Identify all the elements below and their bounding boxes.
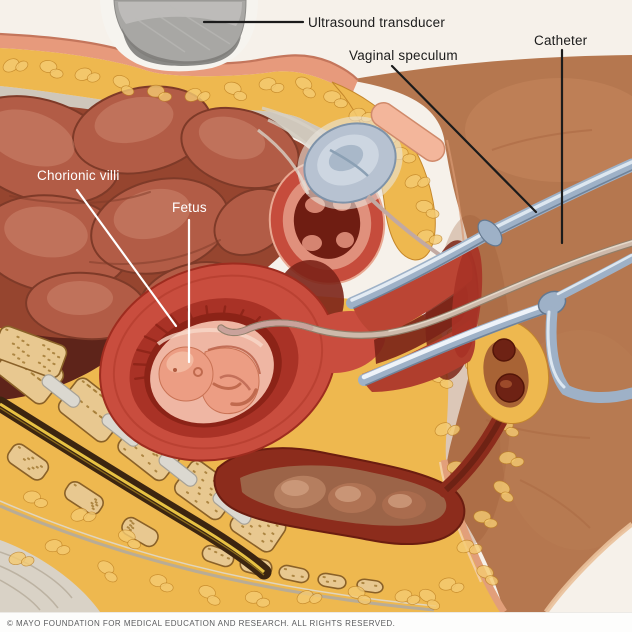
- rectum: [213, 319, 550, 545]
- label-ultrasound-transducer: Ultrasound transducer: [308, 15, 446, 30]
- pubic-symphysis: [370, 102, 446, 162]
- spinal-nerve: [0, 402, 265, 574]
- ultrasound-transducer: [100, 0, 258, 72]
- cervix: [298, 311, 386, 373]
- speculum-lever: [553, 253, 632, 302]
- speculum-upper-blade: [346, 228, 494, 309]
- fetus-figure: [158, 345, 261, 415]
- leader-line-vaginal-speculum: [390, 64, 538, 214]
- anus: [492, 338, 516, 362]
- label-catheter: Catheter: [534, 33, 588, 48]
- vaginal-speculum: [346, 158, 632, 404]
- speculum-lower-blade: [358, 301, 554, 386]
- uterus: [99, 262, 386, 462]
- catheter-tube: [217, 239, 632, 339]
- label-vaginal-speculum: Vaginal speculum: [349, 48, 458, 63]
- label-chorionic-villi: Chorionic villi: [37, 168, 120, 183]
- speculum-lower-handle: [545, 306, 632, 404]
- pelvis-cross-section-illustration: [0, 0, 632, 612]
- leader-line-chorionic-villi: [75, 188, 178, 328]
- leader-lines: [75, 20, 564, 364]
- label-fetus: Fetus: [172, 200, 207, 215]
- copyright-notice: © MAYO FOUNDATION FOR MEDICAL EDUCATION …: [0, 612, 632, 632]
